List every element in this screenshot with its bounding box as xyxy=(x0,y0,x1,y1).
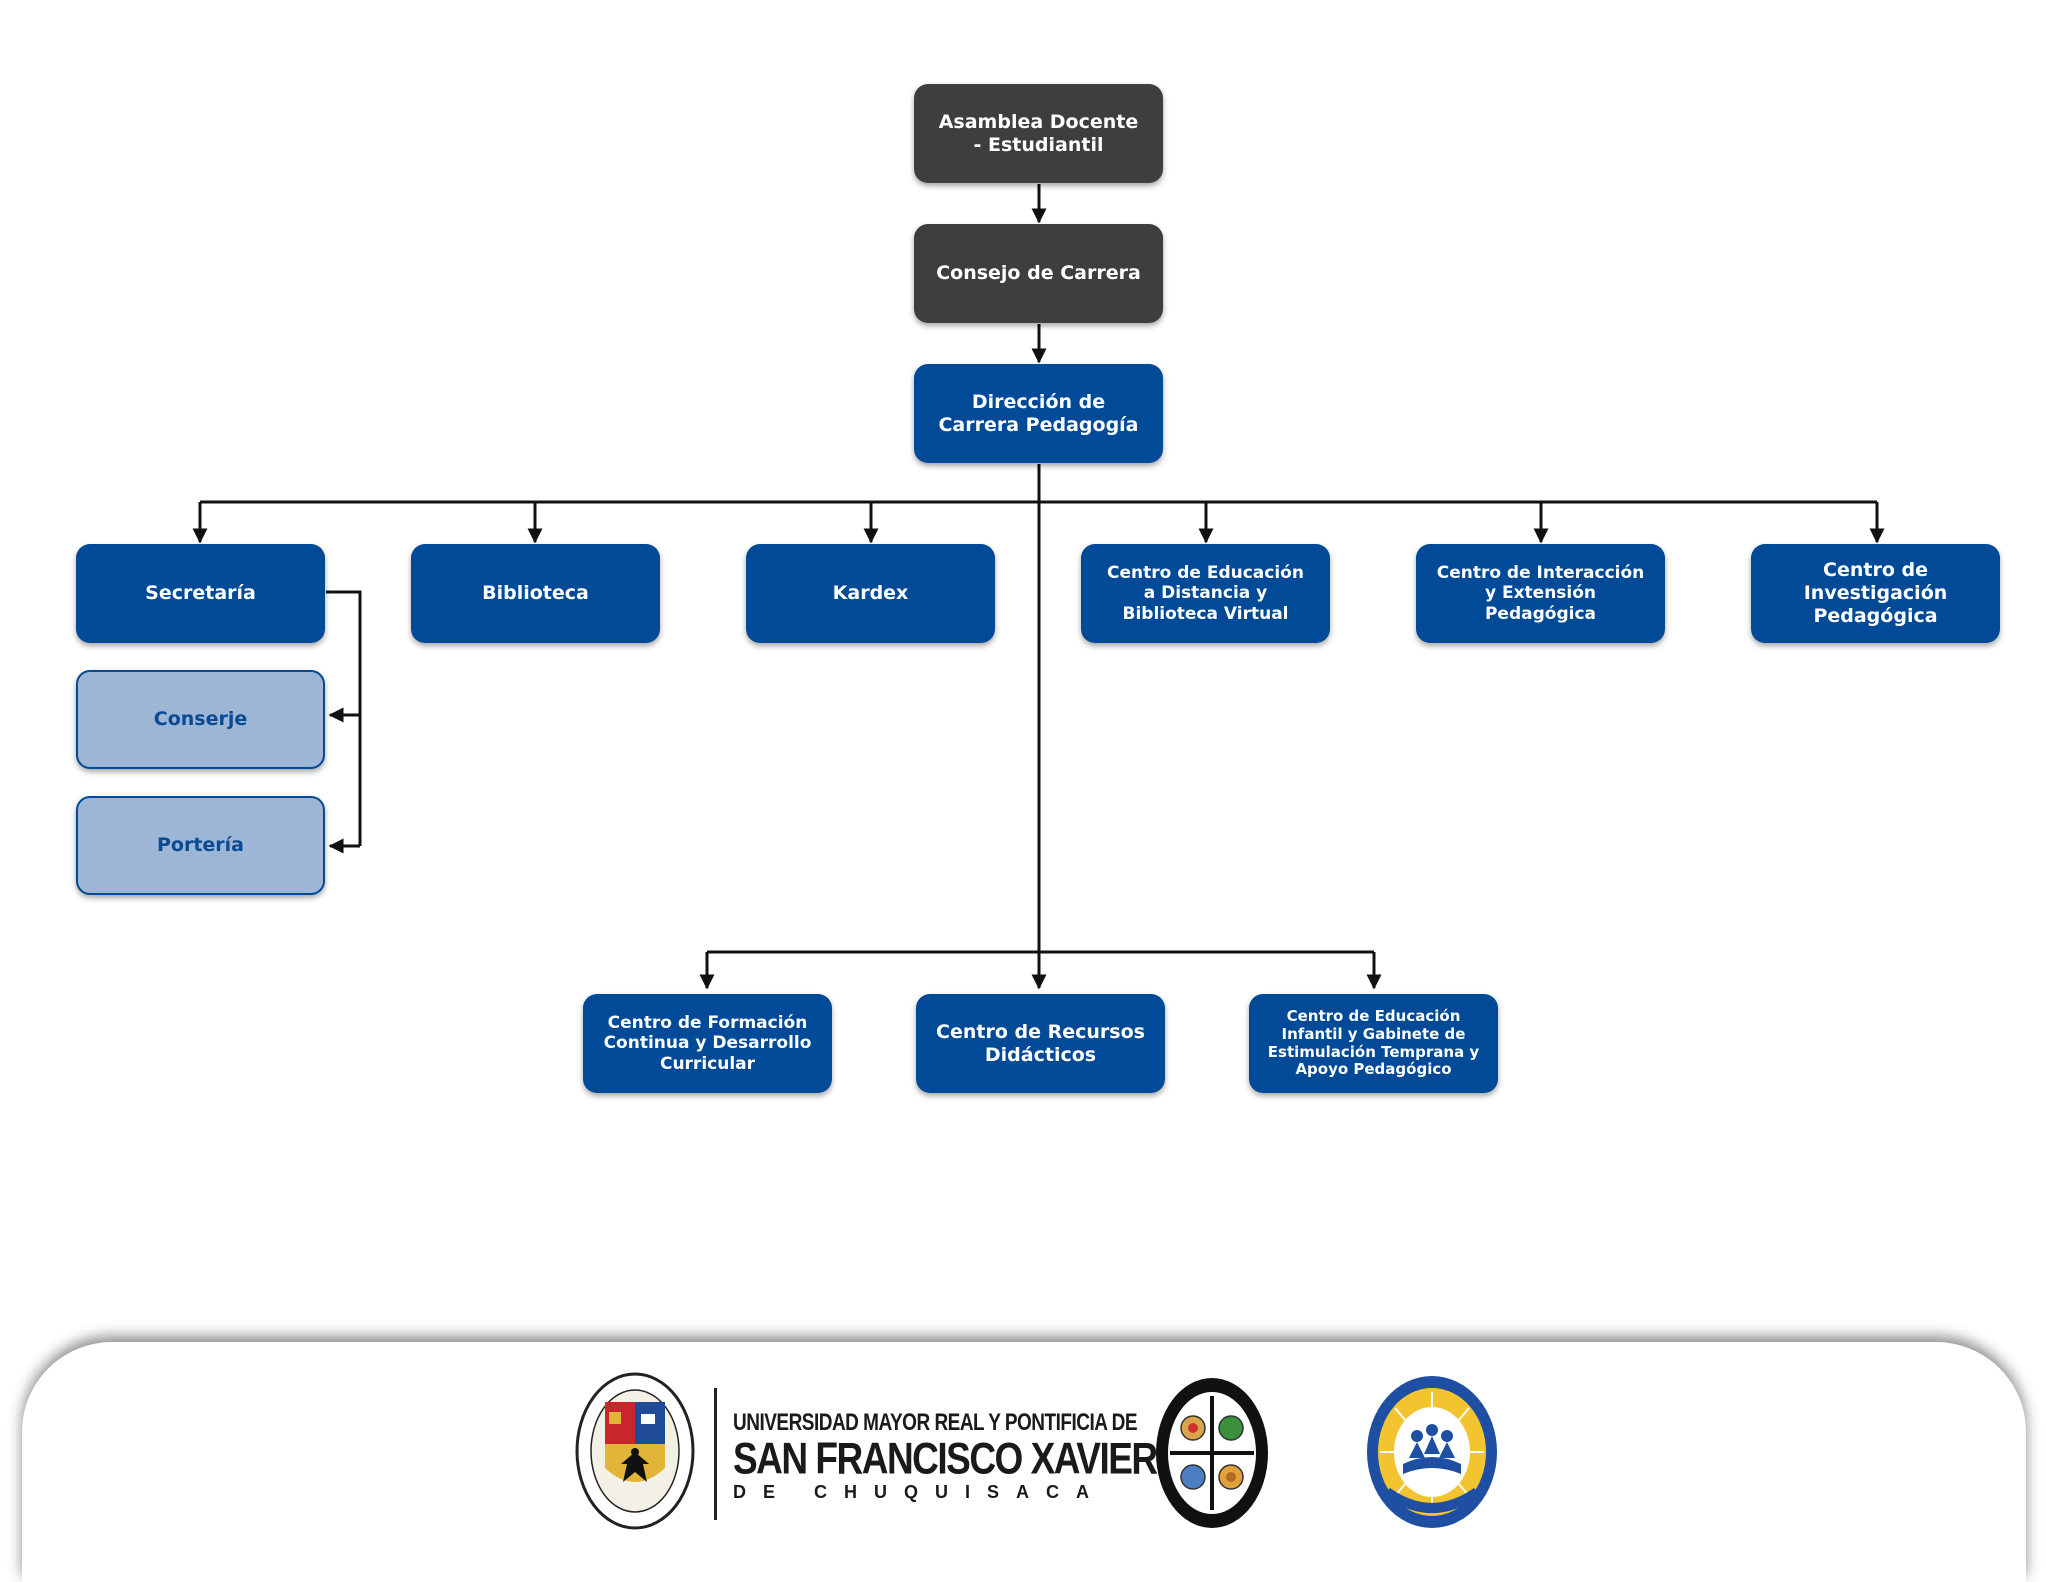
university-line-3: DE CHUQUISACA xyxy=(733,1482,1107,1502)
connector-secretaria-side xyxy=(326,590,362,846)
node-conserje-label: Conserje xyxy=(153,708,248,731)
university-line-1: UNIVERSIDAD MAYOR REAL Y PONTIFICIA DE xyxy=(733,1410,1138,1437)
node-centro-educacion-distancia-label: Centro de Educación a Distancia y Biblio… xyxy=(1107,562,1304,624)
node-consejo: Consejo de Carrera xyxy=(914,224,1163,323)
university-line-2: SAN FRANCISCO XAVIER xyxy=(733,1434,1158,1484)
node-direccion: Dirección de Carrera Pedagogía xyxy=(914,364,1163,463)
node-biblioteca-label: Biblioteca xyxy=(482,582,589,605)
node-centro-recursos-label: Centro de Recursos Didácticos xyxy=(936,1020,1145,1066)
node-centro-formacion: Centro de Formación Continua y Desarroll… xyxy=(583,994,832,1093)
node-biblioteca: Biblioteca xyxy=(411,544,660,643)
node-centro-educacion-distancia: Centro de Educación a Distancia y Biblio… xyxy=(1081,544,1330,643)
node-centro-educacion-infantil: Centro de Educación Infantil y Gabinete … xyxy=(1249,994,1498,1093)
node-centro-formacion-label: Centro de Formación Continua y Desarroll… xyxy=(603,1012,812,1074)
node-centro-educacion-infantil-label: Centro de Educación Infantil y Gabinete … xyxy=(1267,1007,1480,1079)
node-kardex-label: Kardex xyxy=(832,582,909,605)
node-kardex: Kardex xyxy=(746,544,995,643)
node-centro-investigacion-label: Centro de Investigación Pedagógica xyxy=(1803,559,1948,627)
node-asamblea: Asamblea Docente - Estudiantil xyxy=(914,84,1163,183)
node-porteria: Portería xyxy=(76,796,325,895)
node-secretaria: Secretaría xyxy=(76,544,325,643)
node-porteria-label: Portería xyxy=(156,834,245,857)
university-seal-icon xyxy=(575,1372,695,1530)
pedagogy-career-logo-icon xyxy=(1367,1376,1497,1528)
node-centro-recursos: Centro de Recursos Didácticos xyxy=(916,994,1165,1093)
node-direccion-label: Dirección de Carrera Pedagogía xyxy=(938,390,1139,436)
node-centro-interaccion: Centro de Interacción y Extensión Pedagó… xyxy=(1416,544,1665,643)
node-centro-investigacion: Centro de Investigación Pedagógica xyxy=(1751,544,2000,643)
node-conserje: Conserje xyxy=(76,670,325,769)
node-consejo-label: Consejo de Carrera xyxy=(936,262,1141,285)
faculty-seal-icon xyxy=(1156,1378,1268,1528)
logo-divider xyxy=(714,1388,717,1520)
node-asamblea-label: Asamblea Docente - Estudiantil xyxy=(938,110,1139,156)
footer-panel xyxy=(22,1342,2026,1582)
node-centro-interaccion-label: Centro de Interacción y Extensión Pedagó… xyxy=(1436,562,1645,624)
university-wordmark: UNIVERSIDAD MAYOR REAL Y PONTIFICIA DE S… xyxy=(733,1410,1158,1503)
node-secretaria-label: Secretaría xyxy=(145,582,256,605)
